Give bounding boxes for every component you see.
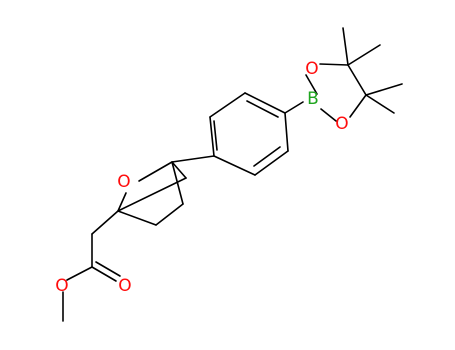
bond-boron-o-upper [305,74,318,95]
bond-c1-ch2o [138,161,173,182]
atom-ring-oxygen: O [117,172,130,192]
bond-aryl-1 [209,116,215,157]
atom-boronate-oxygen-lower: O [335,114,348,134]
bond-aryl-3 [244,92,286,114]
bond-methyl-3 [365,83,403,96]
bond-aryl-4 [284,112,289,152]
bond-bridge-b-c [155,203,184,226]
bond-aryl-boron [284,101,304,114]
bond-carbonyl-o-single [66,266,93,281]
bond-c-o-lower [349,94,367,118]
bond-aryl-5 [254,150,289,176]
bond-bridge-c-c4 [117,210,157,226]
atom-boronate-oxygen-upper: O [305,59,318,79]
atom-ester-oxygen-single: O [55,276,68,296]
bond-aryl-inner-2 [246,100,279,118]
bond-methyl-2 [347,44,381,66]
bond-boron-o-lower [320,108,337,122]
bond-methyl-1 [342,27,349,66]
bond-c1-bridge-a [171,161,187,179]
atom-boron: B [307,89,319,109]
bond-o-upper-c [319,63,349,66]
bond-carbonyl-o-double-2 [95,261,121,277]
bond-carbonyl-o-double-1 [91,266,117,282]
bond-aryl-6 [213,155,256,176]
bond-aryl-inner-1 [213,120,218,151]
bond-c-c-pinacol [347,64,367,96]
bond-c4-ch2 [91,210,119,235]
bond-bridge-a-c4 [117,177,187,212]
bond-methyl-4 [365,94,395,114]
bond-ring-o-c [117,192,127,212]
atom-ester-oxygen-double: O [118,276,131,296]
bond-core-aryl [171,155,215,163]
bond-aryl-inner-3 [253,146,281,167]
bond-aryl-2 [209,92,246,118]
bond-c1-bridge-b [171,161,184,205]
